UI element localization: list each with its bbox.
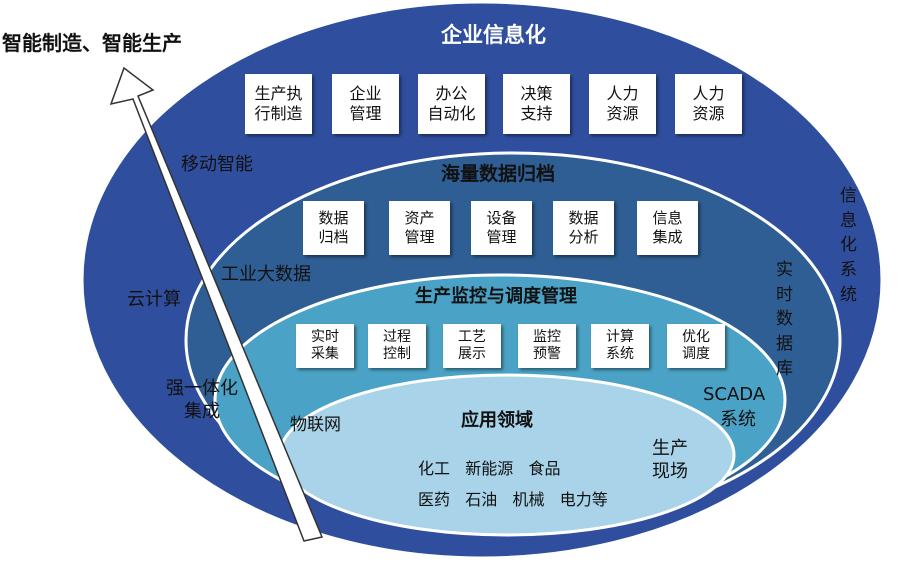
domains-row-1: 化工 新能源 食品 xyxy=(418,459,561,478)
level3-box: 监控 预警 xyxy=(518,324,576,368)
level2-box: 数据 归档 xyxy=(303,201,364,255)
level1-box: 企业 管理 xyxy=(332,74,399,134)
strong-integration-label: 强一体化 集成 xyxy=(166,378,238,422)
industrial-big-data-label: 工业大数据 xyxy=(221,264,311,285)
level1-box: 决策 支持 xyxy=(503,74,570,134)
level3-box: 实时 采集 xyxy=(296,324,354,368)
top-title: 智能制造、智能生产 xyxy=(2,31,182,55)
level4-title: 应用领域 xyxy=(461,410,533,431)
cloud-computing-label: 云计算 xyxy=(127,289,181,310)
mobile-intelligence-label: 移动智能 xyxy=(181,154,253,175)
iot-label: 物联网 xyxy=(290,415,341,435)
level1-box: 人力 资源 xyxy=(675,74,742,134)
production-site-label: 生产 现场 xyxy=(652,438,688,482)
scada-system-label: 系统 xyxy=(720,409,756,430)
level1-box: 人力 资源 xyxy=(589,74,656,134)
level1-title: 企业信息化 xyxy=(441,23,546,47)
level3-box: 计算 系统 xyxy=(591,324,649,368)
level2-box: 信息 集成 xyxy=(637,201,698,255)
level2-box: 设备 管理 xyxy=(471,201,532,255)
level2-box: 数据 分析 xyxy=(553,201,614,255)
level2-title: 海量数据归档 xyxy=(441,163,556,185)
level3-box: 过程 控制 xyxy=(368,324,426,368)
info-system-label: 信 息 化 系 统 xyxy=(840,186,857,305)
level3-title: 生产监控与调度管理 xyxy=(415,286,577,307)
level3-box: 工艺 展示 xyxy=(443,324,501,368)
level1-box: 生产执 行制造 xyxy=(245,74,312,134)
level2-box: 资产 管理 xyxy=(389,201,450,255)
realtime-database-label: 实 时 数 据 库 xyxy=(776,260,793,379)
upward-arrow-icon xyxy=(109,66,324,542)
level3-box: 优化 调度 xyxy=(667,324,725,368)
level1-box: 办公 自动化 xyxy=(418,74,485,134)
domains-row-2: 医药 石油 机械 电力等 xyxy=(418,490,608,509)
scada-label: SCADA xyxy=(703,384,766,405)
